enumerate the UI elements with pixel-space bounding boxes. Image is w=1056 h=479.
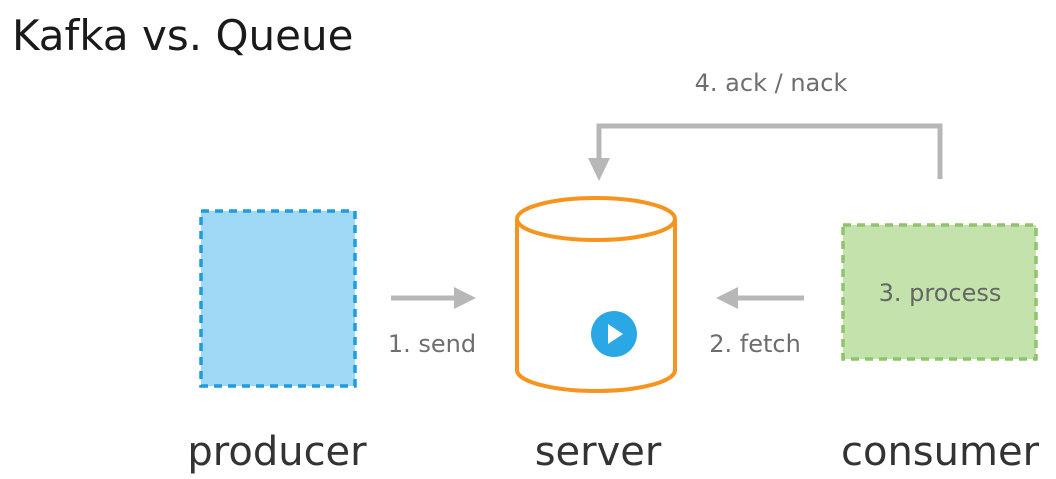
server-label: server <box>535 429 662 475</box>
fetch-arrow <box>716 287 804 309</box>
play-icon <box>608 324 623 344</box>
producer-box <box>199 209 357 388</box>
send-label: 1. send <box>388 330 476 358</box>
fetch-label: 2. fetch <box>709 330 801 358</box>
producer-label: producer <box>187 429 367 475</box>
server-cylinder <box>515 196 677 393</box>
ack-label: 4. ack / nack <box>695 69 848 97</box>
play-button[interactable] <box>591 311 637 357</box>
ack-arrow <box>588 123 943 181</box>
page-title: Kafka vs. Queue <box>12 11 353 60</box>
consumer-box <box>841 223 1038 361</box>
consumer-process-label: 3. process <box>879 279 1002 307</box>
send-arrow <box>391 287 476 309</box>
consumer-label: consumer <box>841 429 1040 475</box>
